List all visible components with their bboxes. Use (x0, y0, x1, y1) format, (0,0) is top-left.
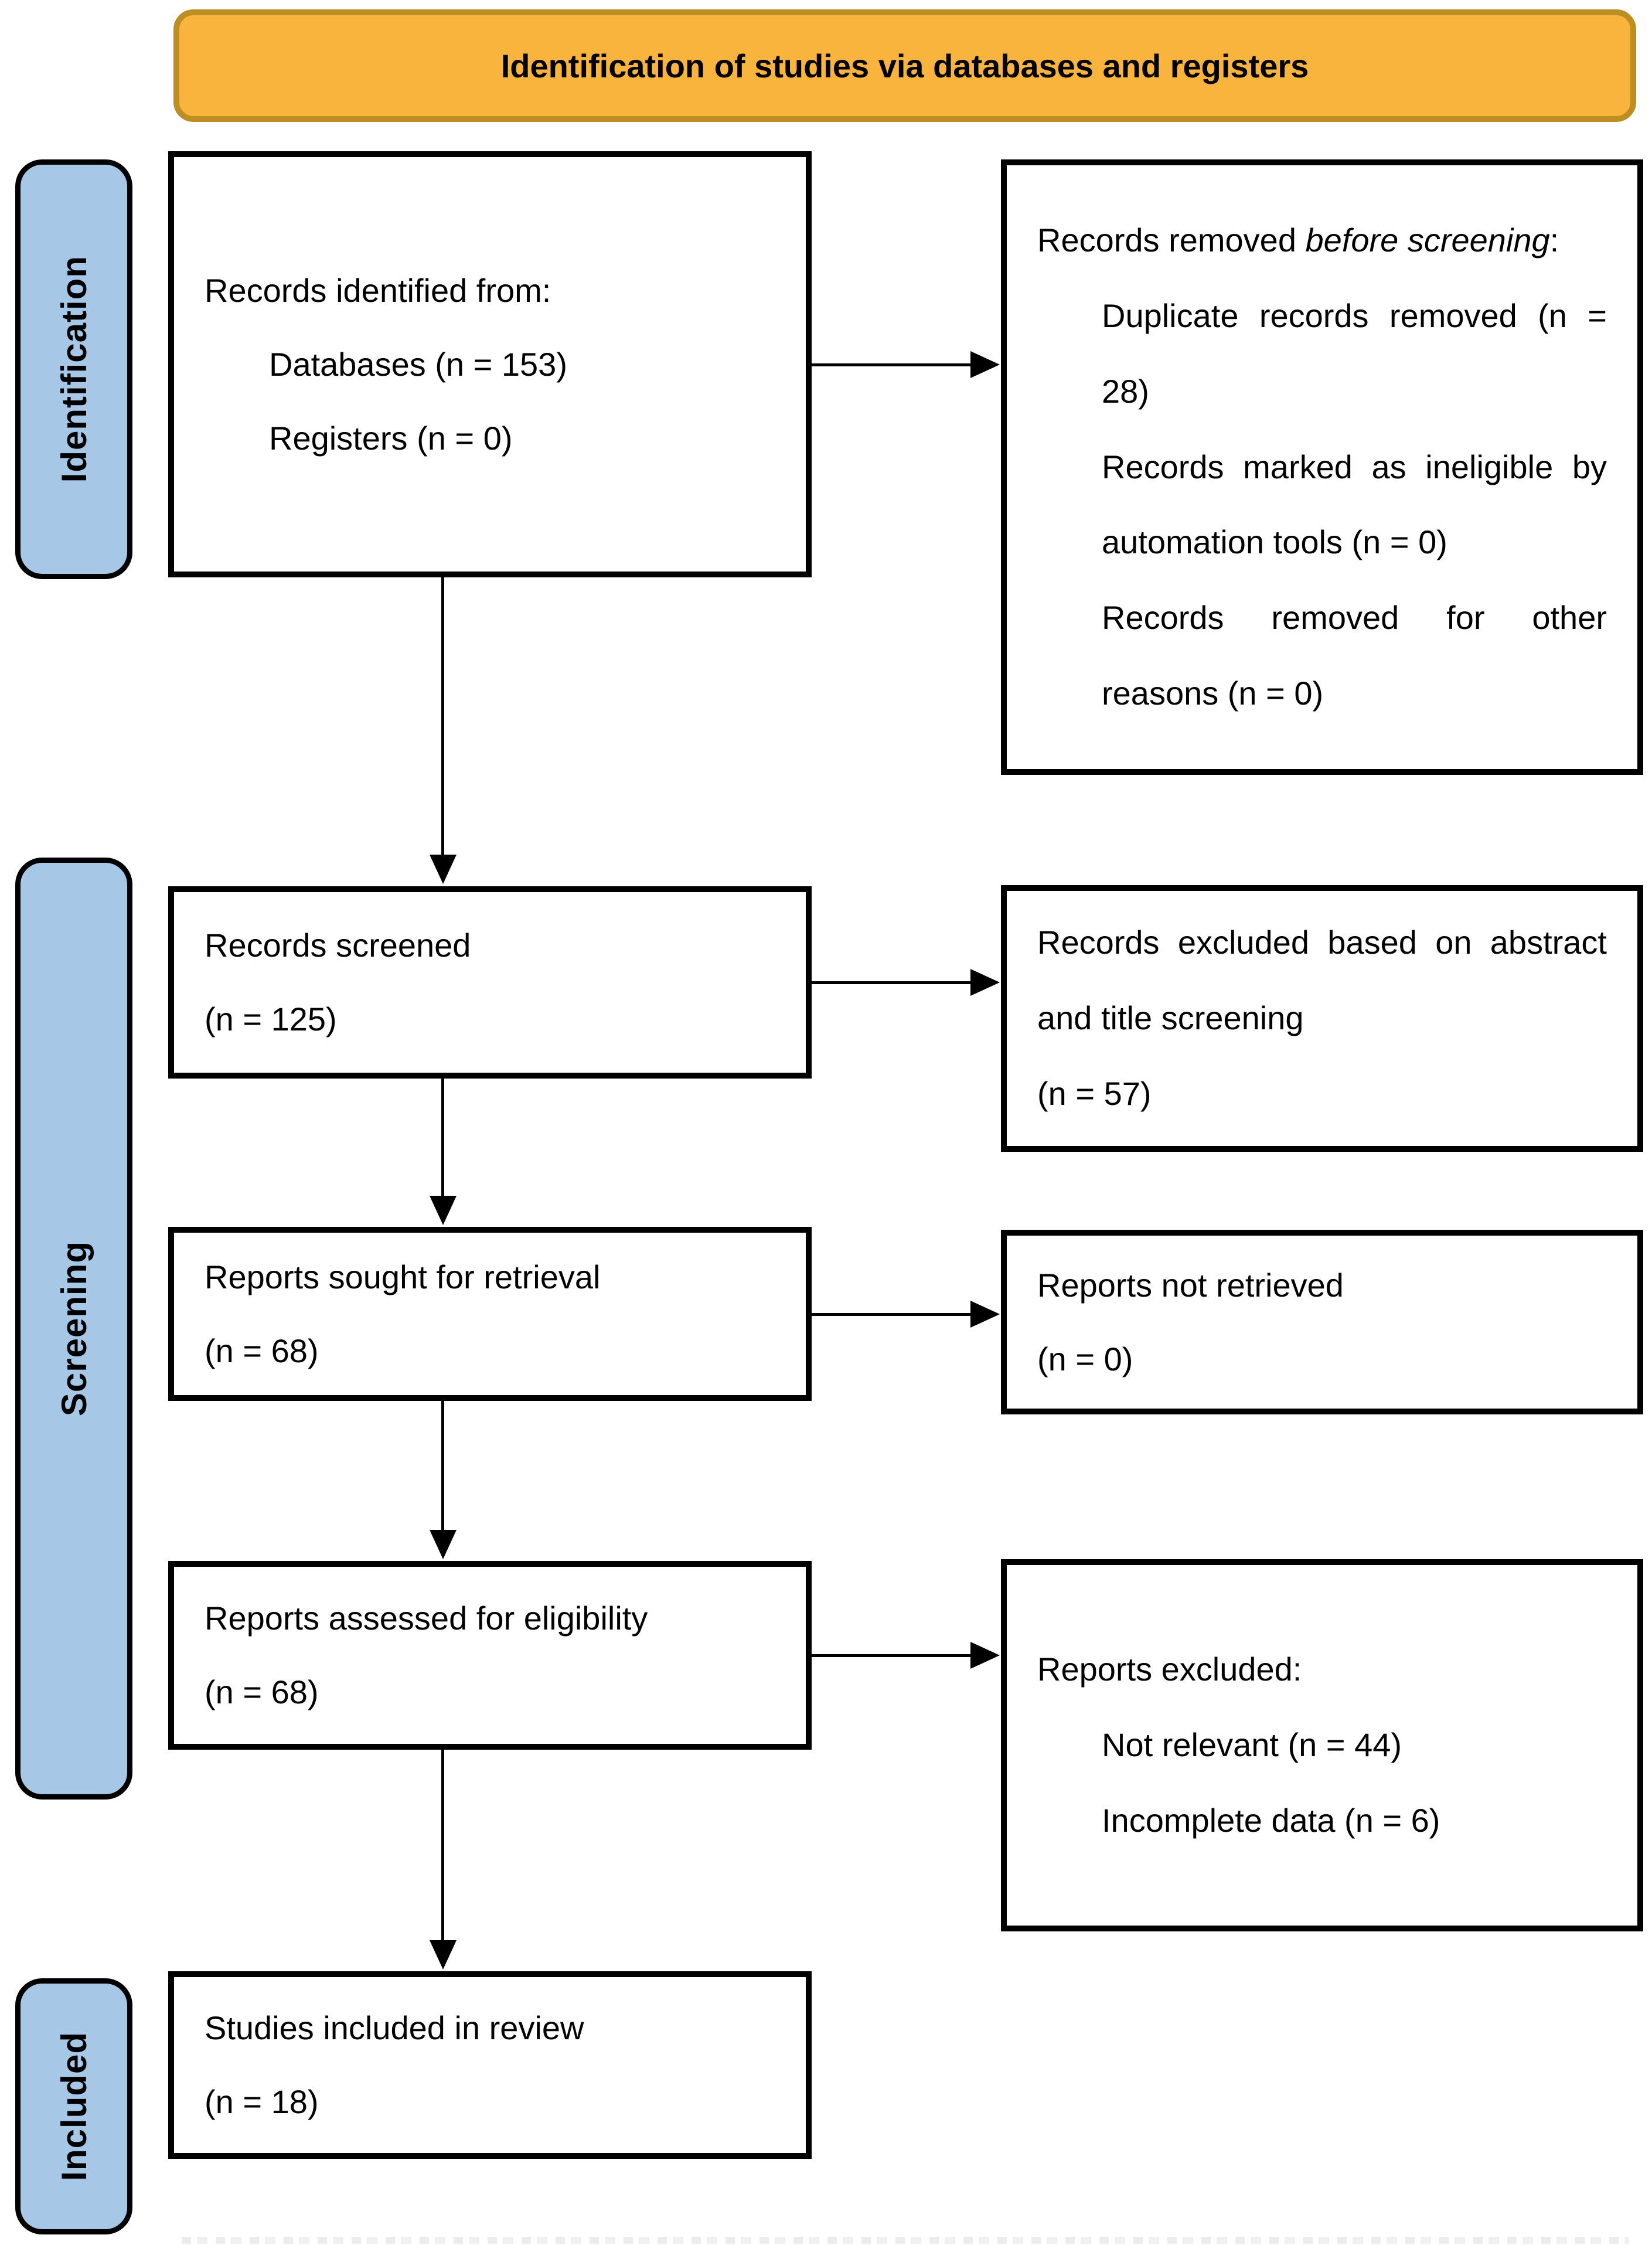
stage-label-screening-text: Screening (54, 1240, 94, 1417)
box-reports-not-retrieved: Reports not retrieved (n = 0) (1001, 1230, 1643, 1414)
box-records-identified: Records identified from: Databases (n = … (168, 151, 812, 577)
reports-sought-count: (n = 68) (205, 1332, 319, 1369)
box-records-screened: Records screened (n = 125) (168, 886, 812, 1079)
stage-label-identification-text: Identification (54, 256, 94, 483)
arrow-identified-to-screened-line (441, 577, 444, 859)
stage-label-identification: Identification (15, 159, 132, 579)
arrow-identified-to-removed-line (812, 363, 972, 366)
cropped-caption-strip (182, 2237, 1629, 2244)
arrow-sought-to-assessed-head-icon (430, 1530, 457, 1559)
records-identified-registers: Registers (n = 0) (269, 419, 513, 457)
box-reports-sought: Reports sought for retrieval (n = 68) (168, 1227, 812, 1401)
arrow-assessed-to-excluded-line (812, 1654, 972, 1657)
box-records-excluded: Records excluded based on abstract and t… (1001, 885, 1643, 1152)
arrow-assessed-to-included-head-icon (430, 1940, 457, 1970)
reports-not-retrieved-count: (n = 0) (1037, 1340, 1133, 1377)
arrow-identified-to-removed-head-icon (970, 351, 1000, 378)
reports-excluded-not-relevant: Not relevant (n = 44) (1102, 1726, 1402, 1764)
arrow-assessed-to-excluded-head-icon (970, 1642, 1000, 1669)
reports-excluded-title: Reports excluded: (1037, 1651, 1302, 1688)
arrow-screened-to-sought-line (441, 1079, 444, 1196)
records-removed-title: Records removed before screening: (1037, 222, 1559, 259)
records-excluded-label: Records excluded based on abstract and t… (1037, 924, 1607, 1037)
records-screened-label: Records screened (205, 927, 471, 964)
box-records-removed: Records removed before screening: Duplic… (1001, 159, 1643, 775)
records-removed-duplicates: Duplicate records removed (n = 28) (1102, 297, 1607, 410)
arrow-identified-to-screened-head-icon (430, 855, 457, 884)
box-reports-assessed: Reports assessed for eligibility (n = 68… (168, 1561, 812, 1750)
studies-included-label: Studies included in review (205, 2009, 584, 2046)
records-removed-automation: Records marked as ineligible by automati… (1102, 448, 1607, 561)
records-screened-count: (n = 125) (205, 1001, 337, 1038)
records-identified-title: Records identified from: (205, 271, 551, 309)
box-studies-included: Studies included in review (n = 18) (168, 1971, 812, 2159)
reports-not-retrieved-label: Reports not retrieved (1037, 1266, 1344, 1304)
arrow-sought-to-not-retrieved-line (812, 1313, 972, 1316)
records-removed-other: Records removed for other reasons (n = 0… (1102, 599, 1607, 712)
reports-assessed-label: Reports assessed for eligibility (205, 1600, 648, 1637)
arrow-screened-to-excluded-line (812, 981, 972, 984)
records-identified-databases: Databases (n = 153) (269, 345, 567, 383)
arrow-sought-to-assessed-line (441, 1401, 444, 1530)
reports-sought-label: Reports sought for retrieval (205, 1258, 601, 1295)
title-banner: Identification of studies via databases … (173, 9, 1636, 122)
records-excluded-count: (n = 57) (1037, 1074, 1152, 1112)
arrow-screened-to-excluded-head-icon (970, 969, 1000, 996)
studies-included-count: (n = 18) (205, 2083, 319, 2120)
stage-label-included: Included (15, 1978, 132, 2234)
stage-label-screening: Screening (15, 858, 132, 1800)
diagram-title: Identification of studies via databases … (500, 47, 1309, 84)
records-removed-title-italic: before screening (1305, 222, 1550, 259)
arrow-assessed-to-included-line (441, 1750, 444, 1940)
stage-label-included-text: Included (54, 2032, 94, 2181)
reports-excluded-incomplete-data: Incomplete data (n = 6) (1102, 1801, 1440, 1839)
reports-assessed-count: (n = 68) (205, 1673, 319, 1710)
arrow-sought-to-not-retrieved-head-icon (970, 1301, 1000, 1328)
box-reports-excluded: Reports excluded: Not relevant (n = 44) … (1001, 1559, 1643, 1931)
arrow-screened-to-sought-head-icon (430, 1196, 457, 1225)
